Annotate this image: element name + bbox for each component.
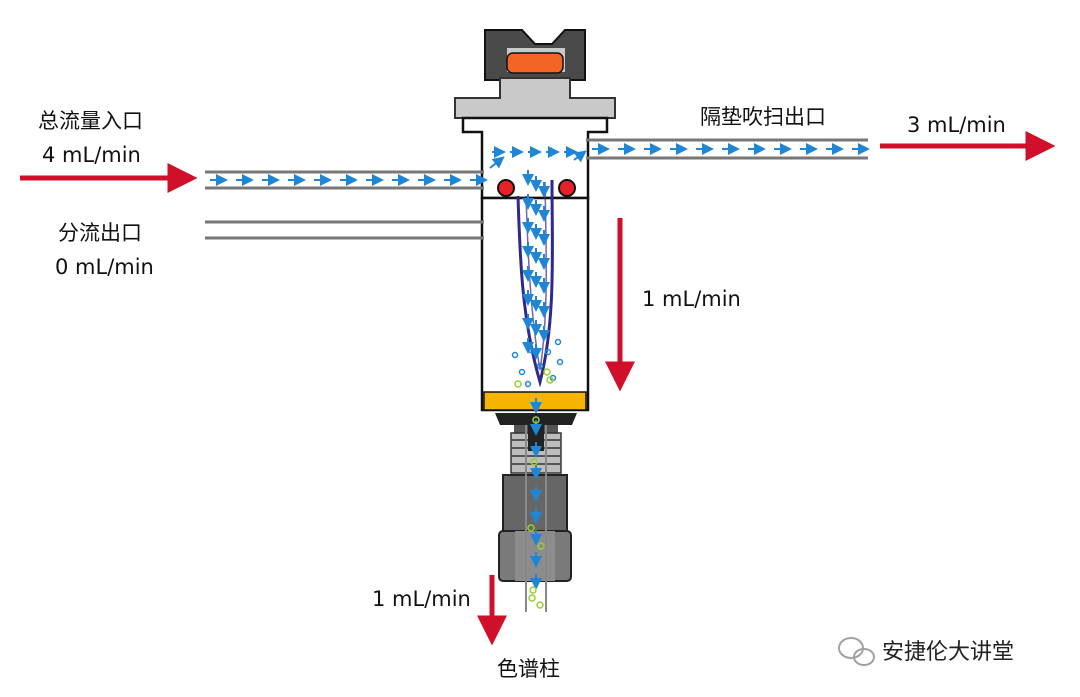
particle	[546, 376, 554, 384]
particle	[536, 601, 544, 609]
septum-retainer	[454, 77, 616, 119]
watermark-text: 安捷伦大讲堂	[882, 640, 1014, 665]
carrier-gas-flow-arrows	[210, 143, 870, 590]
particle	[532, 416, 540, 424]
particle	[527, 346, 535, 354]
analyte-particles	[514, 368, 554, 609]
wechat-watermark: 安捷伦大讲堂	[838, 637, 1014, 666]
o-ring-right	[558, 179, 576, 197]
glass-liner	[516, 179, 554, 388]
liner-flow-rate-label: 1 mL/min	[642, 287, 741, 311]
column-label: 色谱柱	[497, 657, 560, 681]
flow-arrow-particle	[489, 156, 505, 169]
particle	[556, 358, 564, 366]
carrier-inlet-tube	[205, 170, 484, 190]
particle	[514, 380, 522, 388]
particle	[544, 348, 552, 356]
split-flow-rate-label: 0 mL/min	[55, 255, 154, 279]
o-ring-left	[497, 179, 515, 197]
particle	[543, 368, 551, 376]
flow-arrow-particle	[573, 150, 587, 163]
column-tube	[525, 425, 547, 612]
particle	[528, 594, 536, 602]
column-flow-rate-label: 1 mL/min	[372, 587, 471, 611]
septum-purge-outlet-label: 隔垫吹扫出口	[700, 105, 826, 129]
particle	[527, 524, 535, 532]
septum-purge-tube	[586, 138, 868, 160]
split-vent-tube	[205, 220, 484, 240]
particle	[529, 586, 537, 594]
particle	[511, 351, 519, 359]
particle	[536, 362, 544, 370]
particle	[530, 458, 538, 466]
particle	[537, 542, 545, 550]
particle	[554, 338, 562, 346]
total-flow-rate-label: 4 mL/min	[42, 143, 141, 167]
particle	[524, 380, 532, 388]
wechat-icon	[838, 637, 875, 666]
particle	[518, 368, 526, 376]
total-flow-inlet-label: 总流量入口	[38, 109, 143, 133]
split-outlet-label: 分流出口	[58, 221, 142, 245]
septum	[506, 52, 564, 74]
septum-purge-rate-label: 3 mL/min	[907, 113, 1006, 137]
